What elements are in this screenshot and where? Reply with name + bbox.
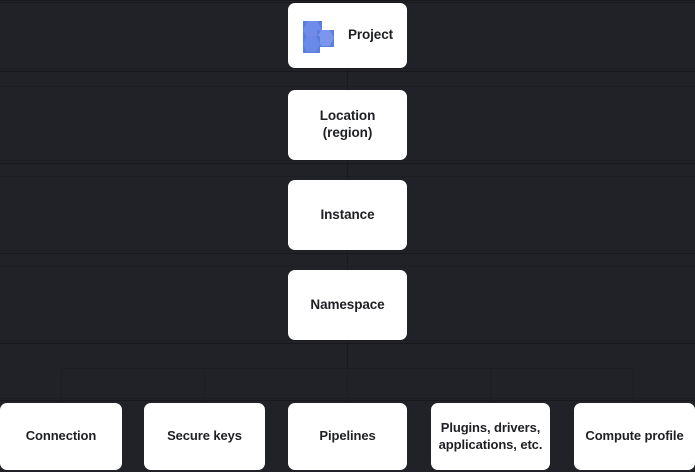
node-plugins[interactable]: Plugins, drivers, applications, etc. xyxy=(431,403,550,470)
node-pipelines[interactable]: Pipelines xyxy=(288,403,407,470)
connector-instance-namespace xyxy=(347,250,348,270)
connector-location-instance xyxy=(347,160,348,180)
node-namespace[interactable]: Namespace xyxy=(288,270,407,340)
connector-bus-plugins xyxy=(490,368,491,403)
background-band xyxy=(0,0,695,1)
connector-bus-secure-keys xyxy=(204,368,205,403)
node-compute-profile-label: Compute profile xyxy=(585,428,684,444)
connector-project-location xyxy=(347,68,348,90)
node-namespace-label: Namespace xyxy=(310,296,385,312)
connector-bus-compute-profile xyxy=(633,368,634,403)
node-location-label: Location (region) xyxy=(319,108,376,140)
node-location[interactable]: Location (region) xyxy=(288,90,407,160)
node-connection[interactable]: Connection xyxy=(0,403,122,470)
connector-bus-pipelines xyxy=(347,368,348,403)
node-plugins-label: Plugins, drivers, applications, etc. xyxy=(438,420,543,452)
node-secure-keys[interactable]: Secure keys xyxy=(144,403,265,470)
node-project-label: Project xyxy=(347,27,394,43)
node-connection-label: Connection xyxy=(25,428,97,444)
connector-bus-connection xyxy=(61,368,62,403)
node-instance[interactable]: Instance xyxy=(288,180,407,250)
node-pipelines-label: Pipelines xyxy=(319,428,376,444)
node-secure-keys-label: Secure keys xyxy=(167,428,242,444)
connector-namespace-bus xyxy=(347,340,348,368)
node-compute-profile[interactable]: Compute profile xyxy=(574,403,695,470)
project-hexagons-icon xyxy=(302,19,336,53)
node-instance-label: Instance xyxy=(320,206,375,222)
node-project[interactable]: Project xyxy=(288,3,407,68)
